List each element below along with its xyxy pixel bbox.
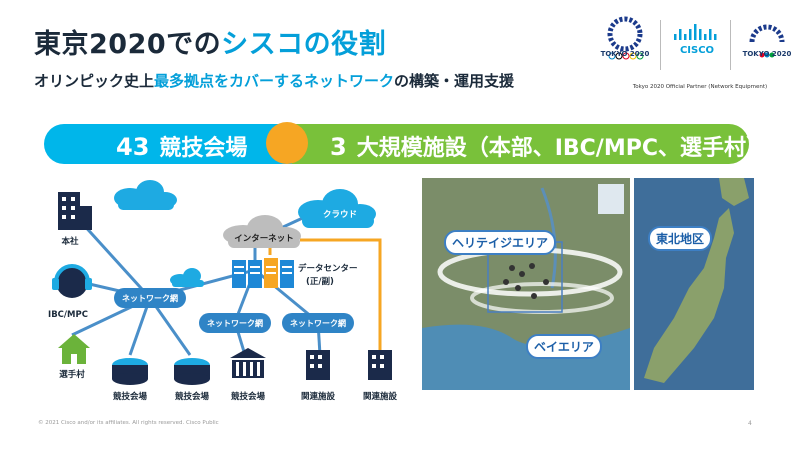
map-terrain bbox=[422, 178, 630, 390]
facility-building-icon bbox=[306, 350, 330, 380]
venue-hall-icon bbox=[230, 348, 266, 378]
facility-building-icon bbox=[368, 350, 392, 380]
partner-caption: Tokyo 2020 Official Partner (Network Equ… bbox=[632, 84, 768, 90]
venues-count: 43 bbox=[116, 133, 150, 161]
bar-separator-dot bbox=[266, 122, 308, 164]
cisco-logo-text: CISCO bbox=[679, 45, 715, 56]
cisco-logo: CISCO bbox=[664, 14, 730, 74]
title-accent: シスコの役割 bbox=[221, 29, 387, 60]
datacenter-label: データセンター bbox=[298, 263, 358, 274]
decorative-cloud-icon bbox=[114, 180, 177, 210]
tohoku-callout: 東北地区 bbox=[648, 226, 713, 251]
logo-divider bbox=[660, 20, 661, 70]
network-node: ネットワーク網 bbox=[282, 313, 354, 333]
page-number: 4 bbox=[748, 420, 752, 427]
stadium-icon bbox=[174, 358, 210, 385]
network-node: ネットワーク網 bbox=[114, 288, 186, 308]
olympics-logo: TOKYO 2020 bbox=[592, 14, 658, 74]
hq-building-icon bbox=[58, 192, 92, 230]
village-label: 選手村 bbox=[59, 369, 85, 380]
cloud-label: クラウド bbox=[323, 209, 357, 220]
paralympics-logo-text: TOKYO 2020 bbox=[742, 50, 792, 58]
venue-label: 競技会場 bbox=[231, 391, 266, 402]
venues-label: 競技会場 bbox=[159, 136, 248, 161]
internet-cloud-icon bbox=[223, 215, 301, 248]
network-diagram: クラウド インターネット データセンター (正/副) 本社 IBC/MPC 選手… bbox=[48, 180, 398, 402]
heritage-area-callout: ヘリテイジエリア bbox=[444, 230, 557, 255]
venue-label: 競技会場 bbox=[113, 391, 148, 402]
headset-icon bbox=[52, 264, 92, 298]
footer-copyright: © 2021 Cisco and/or its affiliates. All … bbox=[38, 420, 219, 426]
facilities-stat: 3 大規模施設（本部、IBC/MPC、選手村） bbox=[330, 130, 768, 162]
subtitle-pre: オリンピック史上 bbox=[34, 72, 155, 90]
house-icon bbox=[58, 334, 90, 364]
datacenter-sublabel: (正/副) bbox=[306, 276, 334, 287]
network-label: ネットワーク網 bbox=[290, 318, 346, 328]
venues-stat: 43 競技会場 bbox=[116, 130, 247, 162]
hq-label: 本社 bbox=[61, 236, 79, 247]
paralympic-emblem-icon bbox=[749, 24, 785, 58]
page-title: 東京2020でのシスコの役割 bbox=[34, 22, 386, 61]
venues-bar bbox=[44, 124, 294, 164]
datacenter-server-icon bbox=[232, 258, 294, 288]
facilities-count: 3 bbox=[330, 133, 347, 161]
tohoku-map: 東北地区 bbox=[634, 178, 754, 390]
network-label: ネットワーク網 bbox=[122, 293, 178, 303]
facilities-label: 大規模施設（本部、IBC/MPC、選手村） bbox=[356, 136, 769, 161]
related-facility-label: 関連施設 bbox=[301, 391, 336, 402]
subtitle-accent: 最多拠点をカバーするネットワーク bbox=[154, 72, 395, 90]
japan-map bbox=[634, 178, 754, 390]
venue-map: ヘリテイジエリア ベイエリア bbox=[422, 178, 630, 390]
olympic-emblem-icon bbox=[607, 16, 644, 60]
related-facility-label: 関連施設 bbox=[363, 391, 398, 402]
subtitle-post: の構築・運用支援 bbox=[394, 72, 515, 90]
cisco-bridge-icon bbox=[674, 24, 717, 40]
decorative-cloud-icon bbox=[170, 268, 204, 287]
ibc-label: IBC/MPC bbox=[48, 310, 88, 320]
facilities-bar bbox=[292, 124, 749, 164]
internet-label: インターネット bbox=[234, 233, 294, 244]
stadium-icon bbox=[112, 358, 148, 385]
network-node: ネットワーク網 bbox=[199, 313, 271, 333]
olympics-logo-text: TOKYO 2020 bbox=[600, 50, 650, 58]
paralympics-logo: TOKYO 2020 bbox=[734, 14, 800, 74]
cloud-icon bbox=[298, 189, 376, 228]
network-label: ネットワーク網 bbox=[207, 318, 263, 328]
bay-area-callout: ベイエリア bbox=[526, 334, 602, 359]
title-main: 東京2020での bbox=[34, 29, 222, 60]
logo-divider bbox=[730, 20, 731, 70]
venue-label: 競技会場 bbox=[175, 391, 210, 402]
page-subtitle: オリンピック史上最多拠点をカバーするネットワークの構築・運用支援 bbox=[34, 70, 514, 91]
